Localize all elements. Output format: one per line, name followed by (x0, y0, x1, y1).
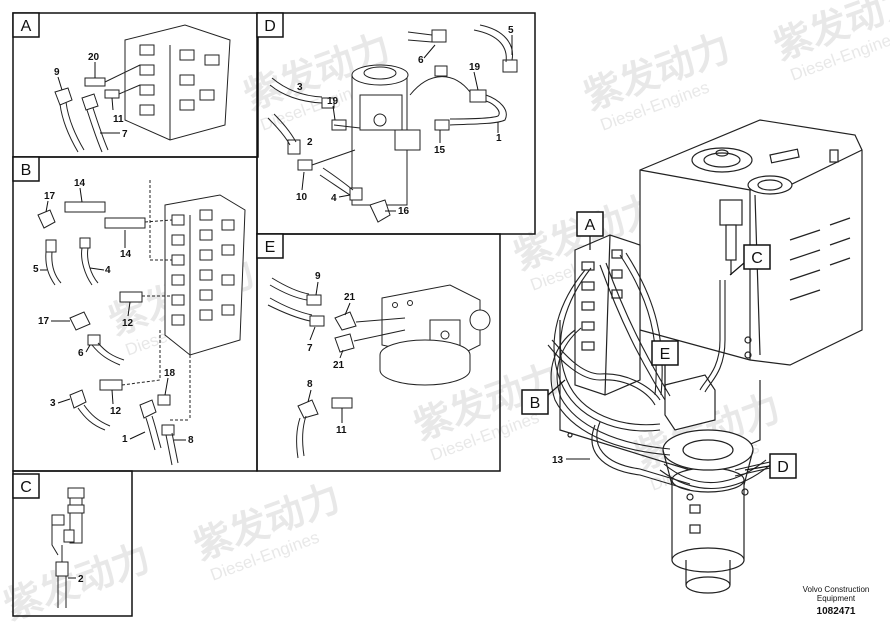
panel-e-label: 21 (333, 360, 345, 371)
panel-b-letter: B (21, 162, 32, 179)
panel-a-label: 20 (88, 52, 100, 63)
panel-b-label: 6 (78, 348, 84, 359)
panel-d-label: 10 (296, 192, 308, 203)
panel-e-label: 7 (307, 343, 313, 354)
footer-company-line1: Volvo Construction (803, 585, 870, 594)
footer-drawing-number: 1082471 (817, 606, 856, 617)
panel-e-label: 8 (307, 379, 313, 390)
panel-b-label: 12 (110, 406, 122, 417)
overview-callout-d[interactable]: D (744, 453, 797, 479)
panel-d-label: 4 (331, 193, 337, 204)
footer-credit: Volvo Construction Equipment 1082471 (803, 585, 870, 617)
panel-a-label: 11 (113, 114, 124, 125)
overview-callout-a-letter: A (585, 217, 596, 234)
panel-c-label: 2 (78, 574, 84, 585)
footer-company-line2: Equipment (817, 594, 856, 603)
panel-c-letter: C (20, 479, 32, 496)
overview-callout-c-letter: C (751, 250, 763, 267)
overview-callout-b-letter: B (530, 395, 541, 412)
panel-d-label: 3 (297, 82, 303, 93)
panel-a-label: 9 (54, 67, 60, 78)
panel-b-label: 4 (105, 265, 111, 276)
panel-e: E 9 21 (256, 233, 501, 472)
panel-e-label: 9 (315, 271, 321, 282)
panel-b-label: 8 (188, 435, 194, 446)
panel-d-letter: D (264, 18, 276, 35)
overview-callout-e-letter: E (660, 346, 671, 363)
overview-callout-a[interactable]: A (576, 211, 604, 250)
panel-d-label: 19 (469, 62, 481, 73)
panel-b-label: 14 (120, 249, 132, 260)
panel-b-callouts: 14 17 14 5 4 12 17 6 18 3 12 1 8 (33, 178, 194, 446)
overview-callouts: A C E B D 13 (521, 211, 797, 479)
panel-d-label: 5 (508, 25, 514, 36)
panel-d-label: 19 (327, 96, 339, 107)
panel-d-label: 16 (398, 206, 410, 217)
panel-a: A 20 9 11 (12, 12, 259, 158)
panel-b-label: 1 (122, 434, 128, 445)
panel-e-letter: E (265, 239, 276, 256)
overview-callout-d-letter: D (777, 459, 789, 476)
panel-c-callouts: 2 (68, 574, 84, 585)
panel-d-label: 6 (418, 55, 424, 66)
panel-b-label: 12 (122, 318, 134, 329)
overview-callout-c[interactable]: C (729, 244, 771, 276)
panel-b-label: 17 (44, 191, 56, 202)
overview-part-label: 13 (552, 455, 564, 466)
panel-d-callouts: 5 6 19 3 19 2 1 15 10 4 16 (296, 25, 514, 217)
panel-c: C 2 (12, 470, 133, 617)
panel-e-label: 11 (336, 425, 347, 436)
panel-e-callouts: 9 21 7 21 8 11 (307, 271, 356, 436)
panel-a-callouts: 20 9 11 7 (54, 52, 128, 140)
overview-part-13: 13 (552, 455, 590, 466)
machine-overview (547, 119, 863, 594)
panel-d: D (256, 12, 536, 235)
panel-b-label: 5 (33, 264, 39, 275)
panel-e-label: 21 (344, 292, 356, 303)
overview-callout-e[interactable]: E (651, 340, 679, 390)
panel-a-label: 7 (122, 129, 128, 140)
panel-a-letter: A (21, 18, 32, 35)
panel-b-label: 3 (50, 398, 56, 409)
overview-callout-b[interactable]: B (521, 379, 566, 415)
panel-d-label: 15 (434, 145, 446, 156)
panel-d-label: 2 (307, 137, 313, 148)
panel-b-label: 17 (38, 316, 50, 327)
panel-b-label: 14 (74, 178, 86, 189)
panel-b-label: 18 (164, 368, 176, 379)
panel-d-label: 1 (496, 133, 502, 144)
